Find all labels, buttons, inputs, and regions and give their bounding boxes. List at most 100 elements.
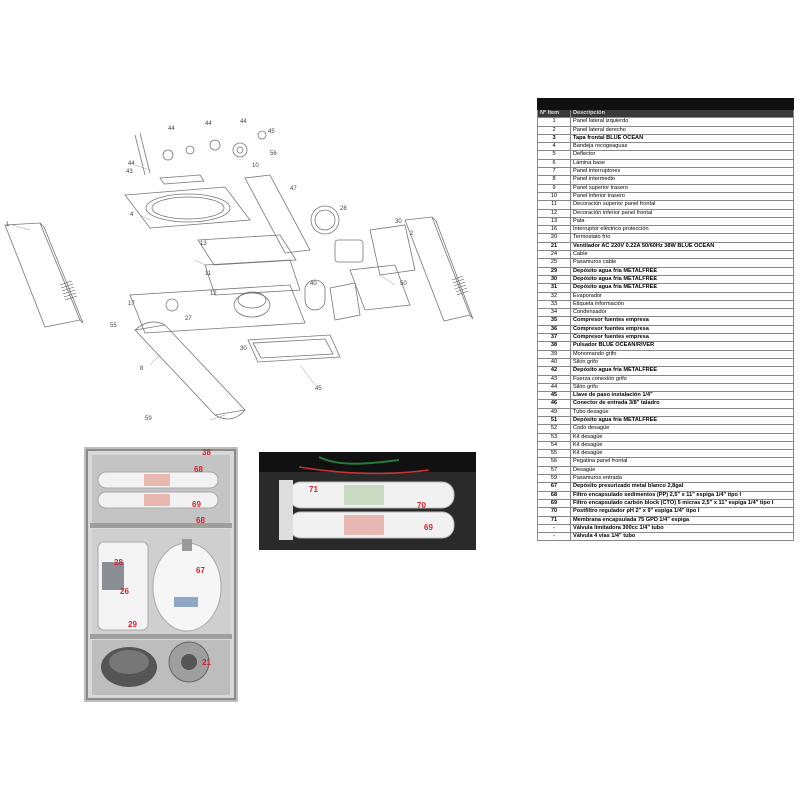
svg-text:45: 45 [315,386,322,392]
item-number: 33 [537,299,571,310]
item-description: Decoración superior panel frontal [570,200,794,210]
item-number: 54 [537,440,571,451]
item-number: 20 [537,233,571,243]
svg-text:30: 30 [395,219,402,225]
item-number: 51 [537,415,571,426]
svg-text:56: 56 [270,151,277,157]
item-description: Etiqueta información [570,299,794,310]
svg-text:28: 28 [340,206,347,212]
item-number: 29 [537,266,571,276]
front-panel [244,174,311,254]
svg-text:44: 44 [240,119,247,125]
item-number: 67 [537,482,571,492]
item-description: Compresor fuentes empresa [570,324,794,335]
item-number: 2 [537,125,571,135]
item-description: Postfiltro regulador pH 2" x 9" espiga 1… [570,507,794,517]
item-description: Pegatina panel frontal [570,457,794,467]
table-row: -Válvula 4 vías 1/4" tubo [537,532,794,542]
item-number: 12 [537,208,571,218]
item-number: 70 [537,507,571,517]
svg-text:11: 11 [205,271,212,277]
svg-text:30: 30 [240,346,247,352]
table-row: -Válvula limitadora 300cc 1/4" tubo [537,523,794,534]
item-description: Depósito agua fría METALFREE [570,366,794,376]
photo-callout-label: 67 [196,566,205,575]
photo-callout-label: 69 [424,523,433,532]
item-description: Lámina base [570,158,794,169]
header-description: Descripción [570,108,794,119]
item-number: 45 [537,391,571,401]
item-description: Panel inferior trasero [570,191,794,202]
item-number: 8 [537,175,571,185]
item-description: Monomando grifo [570,349,794,359]
item-description: Depósito agua fría METALFREE [570,266,794,276]
item-description: Evaporador [570,291,794,301]
item-description: Panel lateral derecho [570,125,794,135]
item-number: 37 [537,332,571,343]
base-plate [129,284,306,334]
item-number: 21 [537,241,571,252]
photo-callout-label: 68 [196,516,205,525]
photo-callout-label: 71 [309,485,318,494]
svg-text:17: 17 [128,301,135,307]
item-description: Tapa frontal BLUE OCEAN [570,133,794,144]
item-number: 6 [537,158,571,169]
item-number: 44 [537,382,571,393]
item-number: 25 [537,258,571,268]
item-number: - [537,523,571,534]
item-number: 52 [537,424,571,434]
item-description: Termostato frío [570,233,794,243]
item-description: Panel superior trasero [570,183,794,193]
item-number: 43 [537,374,571,384]
item-number: 49 [537,407,571,418]
item-number: 69 [537,498,571,509]
photo-callout-label: 21 [202,658,211,667]
svg-text:4: 4 [130,212,134,218]
item-number: 38 [537,341,571,351]
item-description: Conector de entrada 3/8" taladro [570,399,794,409]
item-number: 42 [537,366,571,376]
item-description: Depósito agua fría METALFREE [570,283,794,293]
item-number: 4 [537,142,571,152]
header-item-number: Nº Item [537,108,571,119]
front-door [134,324,246,416]
svg-text:2: 2 [410,231,414,237]
item-description: Bandeja recogeaguas [570,142,794,152]
item-description: Filtro encapsulado carbón block (CTO) 5 … [570,498,794,509]
item-number: 56 [537,457,571,467]
photo-callout-label: 38 [202,448,211,457]
top-tray [124,186,251,229]
item-description: Compresor fuentes empresa [570,316,794,326]
item-description: Ventilador AC 220V 0.22A 50/60Hz 38W BLU… [570,241,794,252]
item-number: 32 [537,291,571,301]
svg-text:47: 47 [290,186,297,192]
item-number: 24 [537,250,571,260]
svg-text:40: 40 [310,281,317,287]
table-top-bar [537,98,794,110]
